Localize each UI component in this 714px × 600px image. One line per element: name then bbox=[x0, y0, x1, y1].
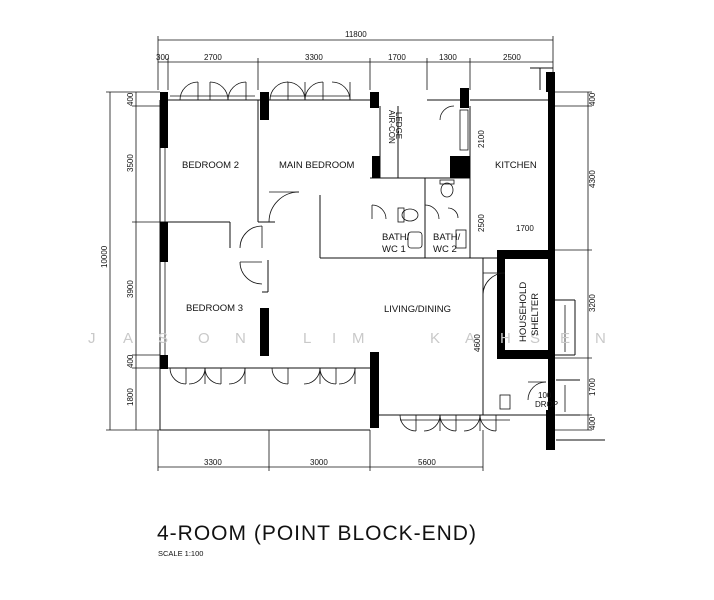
dim-left-1: 400 bbox=[126, 92, 135, 106]
watermark-char: O bbox=[198, 330, 210, 347]
room-label-bath-1b: WC 1 bbox=[382, 244, 406, 255]
dim-top-total: 11800 bbox=[345, 30, 367, 39]
room-labels: BEDROOM 2 MAIN BEDROOM BEDROOM 3 KITCHEN… bbox=[182, 110, 558, 409]
room-label-aircon-b: LEDGE bbox=[394, 112, 403, 139]
room-label-drop-b: DROP bbox=[535, 400, 558, 409]
dim-left-3: 3900 bbox=[126, 280, 135, 298]
dim-inner-2: 2500 bbox=[477, 214, 486, 232]
dim-bottom-3: 5600 bbox=[418, 458, 436, 467]
room-label-bath-2b: WC 2 bbox=[433, 244, 457, 255]
dim-inner-1: 2100 bbox=[477, 130, 486, 148]
watermark-char: A bbox=[465, 330, 475, 347]
solid-walls bbox=[160, 72, 555, 450]
room-label-kitchen: KITCHEN bbox=[495, 160, 537, 171]
dim-top-5: 1300 bbox=[439, 53, 457, 62]
dim-left-total: 10000 bbox=[100, 245, 109, 268]
watermark-char: K bbox=[430, 330, 440, 347]
plan-scale: SCALE 1:100 bbox=[158, 549, 204, 558]
dim-right-1: 400 bbox=[588, 92, 597, 106]
dim-top-3: 3300 bbox=[305, 53, 323, 62]
room-label-bedroom-3: BEDROOM 3 bbox=[186, 303, 243, 314]
watermark-char: I bbox=[332, 330, 336, 347]
room-label-living-dining: LIVING/DINING bbox=[384, 304, 451, 315]
plan-title: 4-ROOM (POINT BLOCK-END) bbox=[157, 522, 477, 545]
dim-left-4: 400 bbox=[126, 354, 135, 368]
dim-top-1: 300 bbox=[156, 53, 170, 62]
dim-inner-3: 1700 bbox=[516, 224, 534, 233]
watermark-char: A bbox=[123, 330, 133, 347]
watermark-char: N bbox=[595, 330, 606, 347]
watermark-char: M bbox=[352, 330, 365, 347]
watermark-char: L bbox=[303, 330, 311, 347]
watermark-char: S bbox=[530, 330, 540, 347]
watermark-char: E bbox=[560, 330, 570, 347]
room-label-drop-a: 100 bbox=[538, 391, 552, 400]
dimension-lines bbox=[106, 36, 592, 471]
watermark-char: S bbox=[158, 330, 168, 347]
dim-right-2: 4300 bbox=[588, 170, 597, 188]
dim-inner-4: 4600 bbox=[473, 334, 482, 352]
dim-bottom-1: 3300 bbox=[204, 458, 222, 467]
watermark-char: N bbox=[235, 330, 246, 347]
door-swings bbox=[169, 81, 547, 432]
dim-top-6: 2500 bbox=[503, 53, 521, 62]
watermark-char: H bbox=[500, 330, 511, 347]
room-label-shelter-b: SHELTER bbox=[530, 293, 541, 336]
room-label-aircon-a: AIR-CON bbox=[387, 110, 396, 144]
dim-left-5: 1800 bbox=[126, 388, 135, 406]
room-label-bedroom-2: BEDROOM 2 bbox=[182, 160, 239, 171]
bathroom-fixtures bbox=[397, 109, 511, 410]
room-label-main-bedroom: MAIN BEDROOM bbox=[279, 160, 355, 171]
dim-bottom-2: 3000 bbox=[310, 458, 328, 467]
dim-right-4: 1700 bbox=[588, 378, 597, 396]
dim-top-2: 2700 bbox=[204, 53, 222, 62]
room-label-bath-1a: BATH/ bbox=[382, 232, 410, 243]
dim-left-2: 3500 bbox=[126, 154, 135, 172]
dim-right-5: 400 bbox=[588, 416, 597, 430]
dim-right-3: 3200 bbox=[588, 294, 597, 312]
watermark: J A S O N L I M K A H S E N bbox=[88, 330, 606, 347]
room-label-bath-2a: BATH/ bbox=[433, 232, 461, 243]
windows bbox=[164, 95, 566, 421]
watermark-char: J bbox=[88, 330, 96, 347]
room-label-shelter-a: HOUSEHOLD bbox=[518, 282, 529, 342]
dim-top-4: 1700 bbox=[388, 53, 406, 62]
dimension-labels: 11800 300 2700 3300 1700 1300 2500 10000… bbox=[100, 30, 597, 467]
